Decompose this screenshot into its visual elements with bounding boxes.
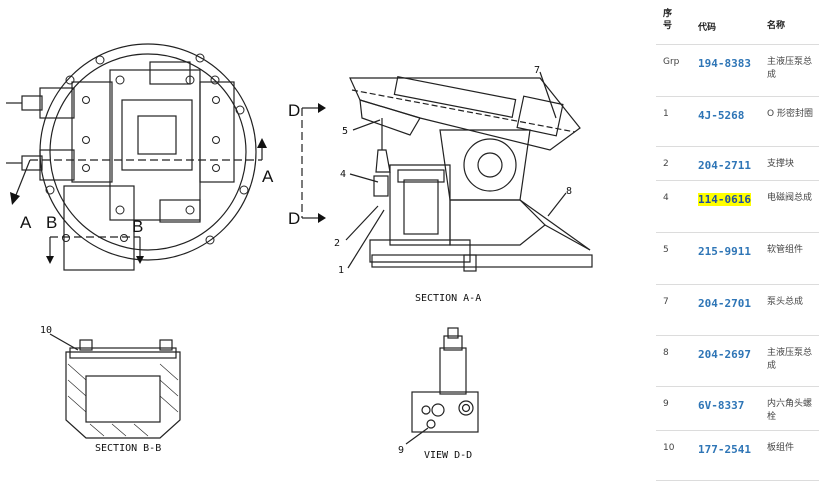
parts-diagram: A A B B D D SECTION A-A SECTION B-B VIEW… bbox=[6, 43, 593, 461]
part-code-text: 177-2541 bbox=[698, 443, 751, 456]
row-name: 支撑块 bbox=[767, 159, 795, 169]
part-code-link[interactable]: 194-8383 bbox=[698, 55, 758, 72]
part-code-text: 204-2701 bbox=[698, 297, 751, 310]
row-seq: 2 bbox=[663, 159, 669, 169]
section-a-a-view bbox=[301, 71, 593, 272]
row-seq: 10 bbox=[663, 443, 675, 453]
row-seq: 7 bbox=[663, 297, 669, 307]
row-name: 软管组件 bbox=[767, 245, 804, 255]
cut-letter-d-bottom: D bbox=[288, 209, 300, 228]
table-row: 2 204-2711 支撑块 bbox=[656, 146, 819, 181]
part-code-link[interactable]: 204-2711 bbox=[698, 157, 758, 174]
section-b-b-view bbox=[49, 333, 181, 439]
parts-table: 序号 代码 名称 Grp 194-8383 主液压泵总成 1 4J-5268 O 形密封圈… bbox=[656, 0, 819, 481]
section-a-a-caption: SECTION A-A bbox=[415, 293, 481, 304]
row-name: 主液压泵总成 bbox=[767, 348, 813, 371]
row-seq: 9 bbox=[663, 399, 669, 409]
table-row: 10 177-2541 板组件 bbox=[656, 430, 819, 481]
row-seq: 1 bbox=[663, 109, 669, 119]
part-code-link[interactable]: 4J-5268 bbox=[698, 107, 758, 124]
part-code-link[interactable]: 204-2697 bbox=[698, 346, 758, 363]
part-code-text: 194-8383 bbox=[698, 57, 751, 70]
part-code-text: 114-0616 bbox=[698, 193, 751, 206]
table-header: 序号 代码 名称 bbox=[656, 0, 819, 45]
part-code-link[interactable]: 215-9911 bbox=[698, 243, 758, 260]
row-seq: Grp bbox=[663, 57, 680, 67]
header-name: 名称 bbox=[767, 21, 786, 31]
part-code-link[interactable]: 6V-8337 bbox=[698, 397, 758, 414]
part-code-text: 6V-8337 bbox=[698, 399, 745, 412]
callout-9: 9 bbox=[398, 445, 404, 456]
callout-1: 1 bbox=[338, 265, 344, 276]
pump-face-view bbox=[6, 43, 263, 271]
part-code-text: 4J-5268 bbox=[698, 109, 745, 122]
table-row: 9 6V-8337 内六角头螺栓 bbox=[656, 386, 819, 431]
row-name: 泵头总成 bbox=[767, 297, 804, 307]
callout-7: 7 bbox=[534, 65, 540, 76]
cut-letter-b-left: B bbox=[46, 213, 57, 232]
view-d-d bbox=[405, 327, 479, 445]
callout-10: 10 bbox=[40, 325, 52, 336]
part-code-text: 215-9911 bbox=[698, 245, 751, 258]
table-row: 8 204-2697 主液压泵总成 bbox=[656, 335, 819, 387]
header-seq: 序号 bbox=[663, 9, 673, 31]
section-b-b-caption: SECTION B-B bbox=[95, 443, 161, 454]
row-seq: 4 bbox=[663, 193, 669, 203]
header-code: 代码 bbox=[698, 23, 717, 33]
row-name: 内六角头螺栓 bbox=[767, 399, 813, 422]
callout-2: 2 bbox=[334, 238, 340, 249]
part-code-link[interactable]: 177-2541 bbox=[698, 441, 758, 458]
table-row: 7 204-2701 泵头总成 bbox=[656, 284, 819, 336]
view-d-d-caption: VIEW D-D bbox=[424, 450, 472, 461]
table-row: Grp 194-8383 主液压泵总成 bbox=[656, 44, 819, 97]
part-code-text: 204-2711 bbox=[698, 159, 751, 172]
row-name: 主液压泵总成 bbox=[767, 57, 813, 80]
row-seq: 5 bbox=[663, 245, 669, 255]
table-row: 1 4J-5268 O 形密封圈 bbox=[656, 96, 819, 147]
callout-5: 5 bbox=[342, 126, 348, 137]
row-name: 电磁阀总成 bbox=[767, 193, 813, 203]
table-row: 4 114-0616 电磁阀总成 bbox=[656, 180, 819, 233]
row-name: O 形密封圈 bbox=[767, 109, 813, 119]
part-code-link[interactable]: 114-0616 bbox=[698, 191, 758, 208]
callout-4: 4 bbox=[340, 169, 346, 180]
row-name: 板组件 bbox=[767, 443, 795, 453]
table-row: 5 215-9911 软管组件 bbox=[656, 232, 819, 285]
callout-8: 8 bbox=[566, 186, 572, 197]
part-code-text: 204-2697 bbox=[698, 348, 751, 361]
row-seq: 8 bbox=[663, 348, 669, 358]
cut-letter-d-top: D bbox=[288, 101, 300, 120]
cut-letter-b-right: B bbox=[132, 217, 143, 236]
cut-letter-a-right: A bbox=[262, 167, 274, 186]
part-code-link[interactable]: 204-2701 bbox=[698, 295, 758, 312]
cut-letter-a-left: A bbox=[20, 213, 32, 232]
